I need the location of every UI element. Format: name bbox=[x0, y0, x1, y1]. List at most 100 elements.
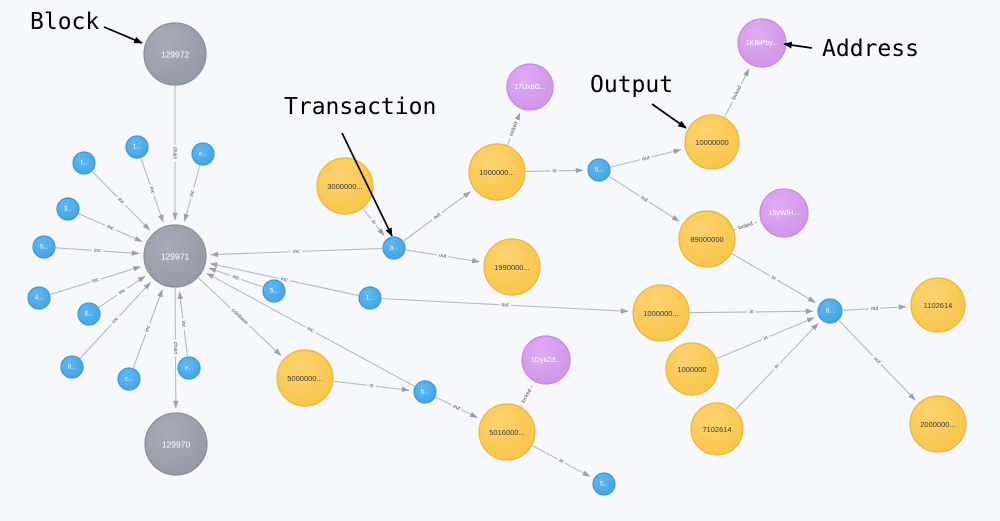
graph-node-address[interactable]: 15yWfH... bbox=[759, 188, 809, 238]
node-circle[interactable] bbox=[592, 472, 616, 496]
node-circle[interactable] bbox=[77, 302, 101, 326]
edge-label-group: inc bbox=[290, 247, 303, 256]
edge-label: coinbase bbox=[230, 308, 249, 327]
graph-node-address[interactable]: 17Ux5G... bbox=[506, 63, 554, 111]
node-circle[interactable] bbox=[665, 342, 719, 396]
node-circle[interactable] bbox=[125, 135, 149, 159]
edge-label-group: inc bbox=[115, 285, 129, 298]
edge-label: out bbox=[642, 155, 651, 163]
annotation-label-address: Address bbox=[822, 36, 919, 62]
annotation-arrow-address bbox=[783, 41, 813, 49]
graph-node-transaction[interactable]: a... bbox=[382, 236, 406, 260]
node-circle[interactable] bbox=[587, 158, 611, 182]
node-circle[interactable] bbox=[276, 349, 334, 407]
node-circle[interactable] bbox=[413, 380, 437, 404]
node-circle[interactable] bbox=[144, 412, 208, 476]
graph-node-output[interactable]: 2000000... bbox=[909, 395, 967, 453]
edge-label-backdrop bbox=[366, 381, 377, 390]
node-circle[interactable] bbox=[27, 286, 51, 310]
node-circle[interactable] bbox=[143, 224, 207, 288]
edge-label-group: out bbox=[870, 353, 884, 367]
graph-node-output[interactable]: 5016000... bbox=[478, 403, 536, 461]
graph-node-transaction[interactable]: 5... bbox=[32, 235, 56, 259]
graph-node-transaction[interactable]: 5... bbox=[262, 279, 286, 303]
edge-label-group: in bbox=[367, 216, 380, 228]
node-circle[interactable] bbox=[177, 356, 201, 380]
graph-node-transaction[interactable]: 1... bbox=[125, 135, 149, 159]
node-circle[interactable] bbox=[468, 143, 526, 201]
graph-node-transaction[interactable]: e... bbox=[191, 142, 215, 166]
graph-node-output[interactable]: 89000000 bbox=[678, 210, 736, 268]
node-circle[interactable] bbox=[72, 151, 96, 175]
nodes-layer[interactable]: 129972129971129970f...1...e...3...5...4.… bbox=[27, 18, 967, 496]
node-circle[interactable] bbox=[690, 402, 744, 456]
node-circle[interactable] bbox=[521, 335, 571, 385]
graph-node-transaction[interactable]: 6... bbox=[77, 302, 101, 326]
node-circle[interactable] bbox=[483, 238, 541, 296]
graph-node-output[interactable]: 1000000... bbox=[632, 284, 690, 342]
graph-node-block[interactable]: 129970 bbox=[144, 412, 208, 476]
graph-node-output[interactable]: 3000000... bbox=[316, 157, 374, 215]
graph-node-output[interactable]: 1000000... bbox=[468, 143, 526, 201]
graph-node-block[interactable]: 129972 bbox=[143, 22, 207, 86]
edge-label: inc bbox=[92, 277, 100, 285]
node-circle[interactable] bbox=[632, 284, 690, 342]
graph-node-address[interactable]: 1DykZd... bbox=[521, 335, 571, 385]
node-circle[interactable] bbox=[817, 298, 843, 324]
graph-node-output[interactable]: 7102614 bbox=[690, 402, 744, 456]
node-circle[interactable] bbox=[909, 395, 967, 453]
graph-node-transaction[interactable]: 5... bbox=[587, 158, 611, 182]
edge-label-group: in bbox=[747, 308, 756, 316]
graph-node-address[interactable]: 1KBiPby... bbox=[737, 18, 787, 68]
graph-node-transaction[interactable]: 8... bbox=[817, 298, 843, 324]
node-circle[interactable] bbox=[759, 188, 809, 238]
graph-node-transaction[interactable]: 8... bbox=[60, 355, 84, 379]
edge-label: locked bbox=[731, 85, 743, 101]
edge-label: out bbox=[501, 302, 509, 308]
graph-node-transaction[interactable]: c... bbox=[117, 367, 141, 391]
node-circle[interactable] bbox=[143, 22, 207, 86]
edge-label-backdrop bbox=[227, 305, 252, 329]
graph-node-transaction[interactable]: 1... bbox=[358, 286, 382, 310]
graph-node-transaction[interactable]: 3... bbox=[56, 197, 80, 221]
node-circle[interactable] bbox=[117, 367, 141, 391]
graph-node-transaction[interactable]: b... bbox=[413, 380, 437, 404]
node-circle[interactable] bbox=[316, 157, 374, 215]
graph-node-output[interactable]: 5000000... bbox=[276, 349, 334, 407]
graph-node-output[interactable]: 1102614 bbox=[910, 277, 966, 333]
edge-label-backdrop bbox=[550, 167, 559, 175]
edge-label-group: locked bbox=[518, 385, 535, 407]
graph-node-transaction[interactable]: e... bbox=[177, 356, 201, 380]
graph-node-block[interactable]: 129971 bbox=[143, 224, 207, 288]
graph-node-output[interactable]: 1990000... bbox=[483, 238, 541, 296]
graph-node-output[interactable]: 1000000 bbox=[665, 342, 719, 396]
edge-label: inc bbox=[306, 326, 315, 335]
node-circle[interactable] bbox=[678, 210, 736, 268]
edge-label-backdrop bbox=[179, 317, 188, 331]
annotation-label-transaction: Transaction bbox=[284, 94, 436, 120]
node-circle[interactable] bbox=[262, 279, 286, 303]
graph-node-transaction[interactable]: 4... bbox=[27, 286, 51, 310]
node-circle[interactable] bbox=[506, 63, 554, 111]
node-circle[interactable] bbox=[60, 355, 84, 379]
node-circle[interactable] bbox=[56, 197, 80, 221]
node-circle[interactable] bbox=[737, 18, 787, 68]
node-circle[interactable] bbox=[684, 114, 740, 170]
node-circle[interactable] bbox=[478, 403, 536, 461]
node-circle[interactable] bbox=[358, 286, 382, 310]
node-circle[interactable] bbox=[32, 235, 56, 259]
annotation-label-output: Output bbox=[590, 72, 673, 98]
graph-node-output[interactable]: 10000000 bbox=[684, 114, 740, 170]
node-circle[interactable] bbox=[191, 142, 215, 166]
graph-node-transaction[interactable]: f... bbox=[72, 151, 96, 175]
edge-label-backdrop bbox=[555, 455, 567, 467]
graph-node-transaction[interactable]: 5... bbox=[592, 472, 616, 496]
node-circle[interactable] bbox=[382, 236, 406, 260]
edge-label: inc bbox=[180, 320, 187, 328]
node-circle[interactable] bbox=[910, 277, 966, 333]
edge-label-group: inc bbox=[91, 246, 104, 255]
